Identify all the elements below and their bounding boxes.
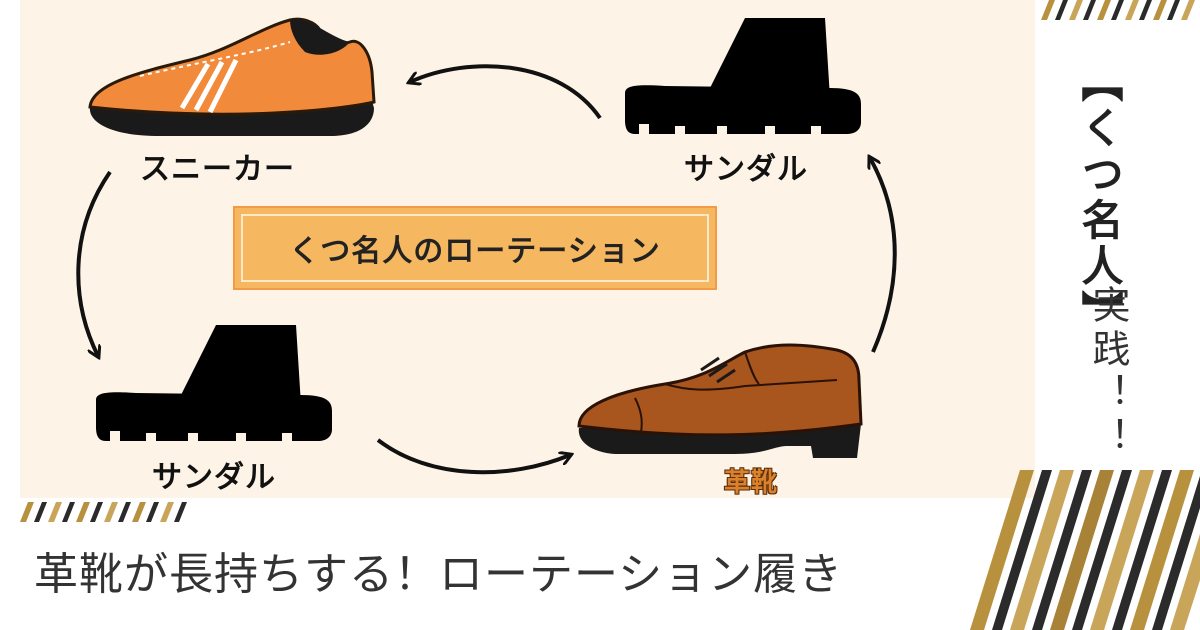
sandal-icon <box>96 325 332 443</box>
sandal-bottom-label: サンダル <box>152 460 276 495</box>
leather-label: 革靴 <box>724 468 779 498</box>
cycle-arrow-icon <box>76 64 897 475</box>
leather-shoe-icon <box>577 343 863 458</box>
sneaker-label: スニーカー <box>140 152 295 187</box>
side-subtitle: 実践！！ <box>1086 285 1130 461</box>
side-title: 【くつ名人】 <box>1075 60 1124 336</box>
sandal-top-label: サンダル <box>684 152 808 187</box>
decor-stripes-top <box>1035 0 1200 20</box>
rotation-title: くつ名人のローテーション <box>241 214 709 282</box>
decor-stripes-bottom-right <box>960 470 1200 630</box>
rotation-title-box: くつ名人のローテーション <box>233 206 717 290</box>
page-title: 革靴が長持ちする！ローテーション履き <box>34 549 844 600</box>
sandal-icon <box>625 18 861 136</box>
decor-stripes-left <box>20 502 195 522</box>
sneaker-icon <box>88 17 376 136</box>
